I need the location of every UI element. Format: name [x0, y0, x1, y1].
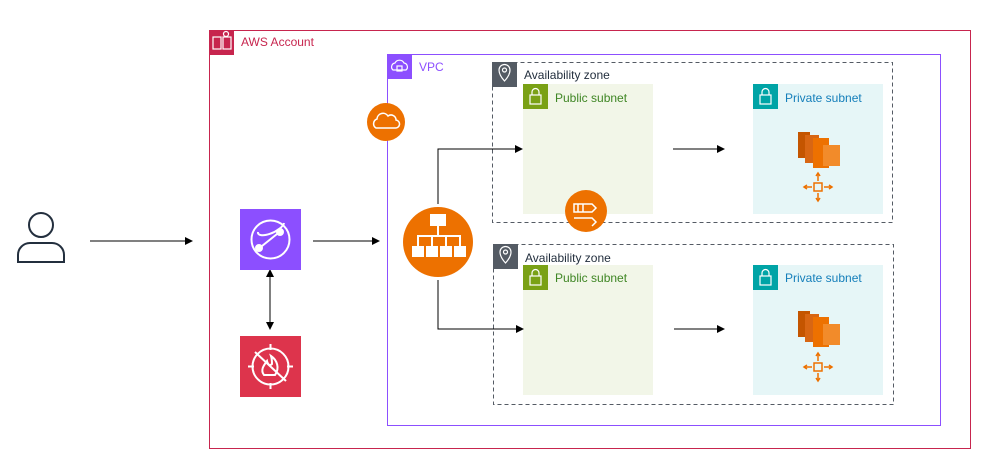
user-icon: [17, 212, 65, 263]
public-subnet-1-label: Public subnet: [555, 91, 628, 105]
vpc-group: [387, 54, 941, 426]
vpc-icon: [391, 59, 408, 72]
lock-icon: [759, 268, 772, 286]
availability-zone-icon: [498, 63, 511, 82]
aws-account-group: [209, 30, 971, 449]
arrow-alb-to-public-subnet-2: [437, 280, 524, 333]
private-subnet-1-label: Private subnet: [785, 91, 862, 105]
aws-account-icon: [212, 30, 232, 50]
public-subnet-2-label: Public subnet: [555, 271, 628, 285]
availability-zone-icon: [499, 245, 512, 264]
aws-account-label: AWS Account: [241, 35, 314, 49]
availability-zone-2-label: Availability zone: [525, 251, 611, 265]
arrow-alb-to-public-subnet-1: [437, 145, 523, 204]
lock-icon: [529, 87, 542, 105]
auto-scaling-icon: [802, 171, 834, 203]
vpc-label: VPC: [419, 60, 444, 74]
private-subnet-2-label: Private subnet: [785, 271, 862, 285]
availability-zone-1: [492, 62, 893, 223]
lock-icon: [529, 268, 542, 286]
availability-zone-1-label: Availability zone: [524, 68, 610, 82]
lock-icon: [759, 87, 772, 105]
application-load-balancer-icon: [403, 207, 473, 277]
ec2-instances-icon: [798, 311, 840, 347]
internet-gateway-icon: [367, 103, 405, 141]
nat-gateway-icon: [565, 190, 607, 232]
ec2-instances-icon: [798, 132, 840, 168]
availability-zone-2: [493, 244, 894, 405]
auto-scaling-icon: [802, 351, 834, 383]
